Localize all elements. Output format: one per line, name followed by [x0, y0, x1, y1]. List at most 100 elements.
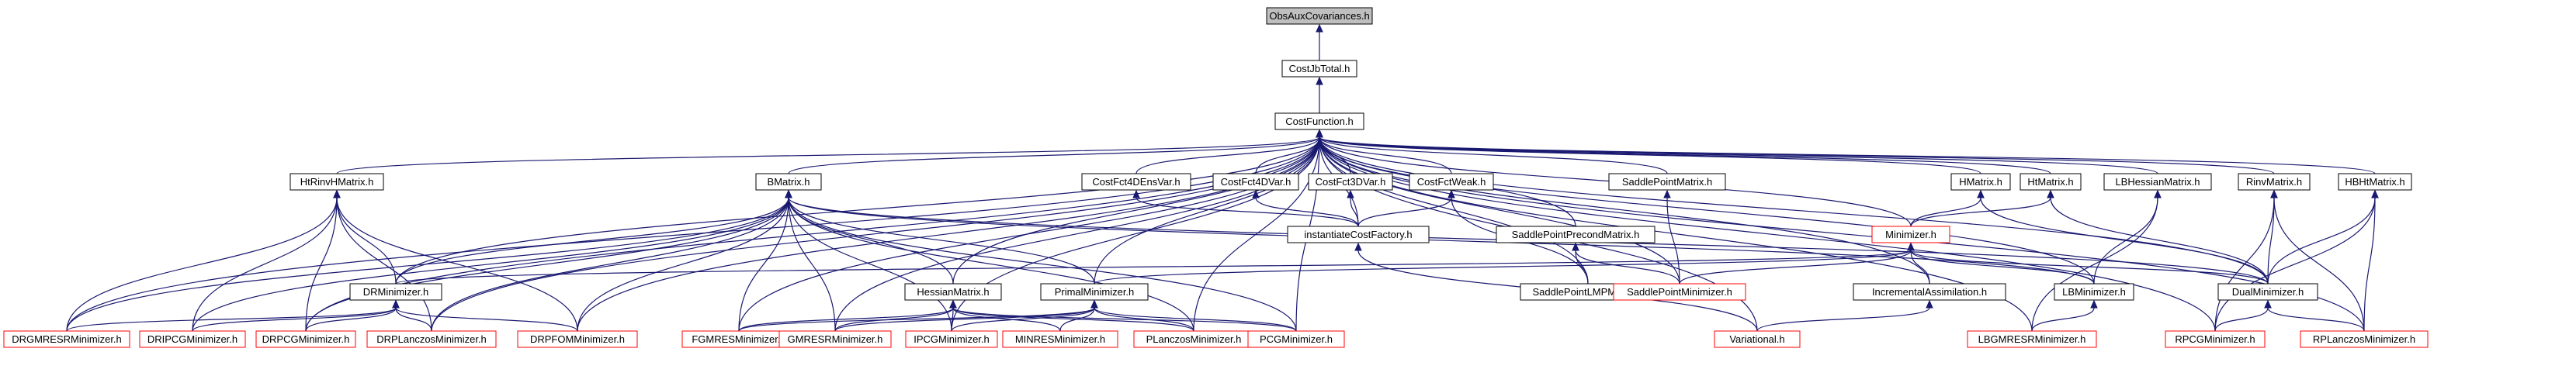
node-box	[1308, 173, 1393, 191]
node-label: MINRESMinimizer.h	[1015, 333, 1105, 345]
node-htmatrix[interactable]: HtMatrix.h	[2020, 173, 2082, 191]
edge-variational-to-incremental	[1756, 299, 1933, 332]
node-label: ObsAuxCovariances.h	[1269, 10, 1369, 22]
node-bmatrix[interactable]: BMatrix.h	[755, 173, 822, 191]
node-costjbtotal[interactable]: CostJbTotal.h	[1281, 60, 1357, 78]
edge-costjbtotal-to-obsaux	[1316, 23, 1323, 61]
node-box	[904, 283, 1002, 301]
node-label: SaddlePointPrecondMatrix.h	[1512, 229, 1640, 240]
node-costfct4dvar[interactable]: CostFct4DVar.h	[1212, 173, 1299, 191]
node-box	[2300, 330, 2429, 348]
node-box	[1281, 60, 1357, 78]
node-label: SaddlePointMinimizer.h	[1627, 286, 1732, 298]
node-variational[interactable]: Variational.h	[1714, 330, 1801, 348]
node-rplanczos[interactable]: RPLanczosMinimizer.h	[2300, 330, 2429, 348]
node-box	[1002, 330, 1118, 348]
node-box	[139, 330, 246, 348]
edge-lbminimizer-to-minimizer	[1907, 242, 2095, 285]
node-fgmres[interactable]: FGMRESMinimizer.h	[681, 330, 796, 348]
node-minimizer[interactable]: Minimizer.h	[1871, 226, 1950, 243]
node-drplanczos[interactable]: DRPLanczosMinimizer.h	[366, 330, 497, 348]
node-minres[interactable]: MINRESMinimizer.h	[1002, 330, 1118, 348]
node-costfunction[interactable]: CostFunction.h	[1274, 112, 1364, 130]
node-box	[1274, 112, 1364, 130]
edge-instantiate-to-costfct4dens	[1132, 189, 1359, 227]
edge-rinvmatrix-to-costfunction	[1316, 129, 2275, 174]
edge-dualminimizer-to-hmatrix	[1977, 189, 2269, 285]
node-label: RPLanczosMinimizer.h	[2313, 333, 2415, 345]
node-instantiate[interactable]: instantiateCostFactory.h	[1287, 226, 1430, 243]
edge-saddleminimizer-to-saddlepointmatrix	[1663, 189, 1680, 285]
node-lbhessianmatrix[interactable]: LBHessianMatrix.h	[2103, 173, 2212, 191]
node-label: RinvMatrix.h	[2246, 176, 2302, 188]
node-label: HtMatrix.h	[2027, 176, 2073, 188]
edge-bmatrix-to-costfunction	[788, 129, 1323, 174]
node-label: DRPCGMinimizer.h	[262, 333, 350, 345]
node-drpcg[interactable]: DRPCGMinimizer.h	[255, 330, 356, 348]
node-hmatrix[interactable]: HMatrix.h	[1950, 173, 2011, 191]
edge-dualminimizer-to-hbhtmatrix	[2267, 189, 2379, 285]
edge-dualminimizer-to-rinvmatrix	[2267, 189, 2278, 285]
node-label: HessianMatrix.h	[917, 286, 989, 298]
node-dualminimizer[interactable]: DualMinimizer.h	[2217, 283, 2318, 301]
node-label: PCGMinimizer.h	[1260, 333, 1333, 345]
node-box	[289, 173, 384, 191]
node-primalminimizer[interactable]: PrimalMinimizer.h	[1040, 283, 1149, 301]
edge-hessianmatrix-to-costfunction	[952, 129, 1323, 285]
edge-htrinvhmatrix-to-costfunction	[336, 129, 1323, 174]
node-box	[2165, 330, 2266, 348]
node-label: BMatrix.h	[768, 176, 810, 188]
node-box	[1266, 7, 1373, 25]
node-box	[2238, 173, 2311, 191]
node-drpfom[interactable]: DRPFOMMinimizer.h	[517, 330, 638, 348]
node-planczos[interactable]: PLanczosMinimizer.h	[1133, 330, 1254, 348]
node-box	[1496, 226, 1656, 243]
node-obsaux[interactable]: ObsAuxCovariances.h	[1266, 7, 1373, 25]
node-gmresr[interactable]: GMRESRMinimizer.h	[778, 330, 892, 348]
node-dripcg[interactable]: DRIPCGMinimizer.h	[139, 330, 246, 348]
node-label: IncrementalAssimilation.h	[1872, 286, 1987, 298]
edge-lbhessianmatrix-to-costfunction	[1316, 129, 2158, 174]
node-rinvmatrix[interactable]: RinvMatrix.h	[2238, 173, 2311, 191]
edge-planczos-to-primalminimizer	[1090, 299, 1194, 332]
node-layer: ObsAuxCovariances.hCostJbTotal.hCostFunc…	[3, 7, 2429, 348]
node-drminimizer[interactable]: DRMinimizer.h	[349, 283, 442, 301]
node-label: Minimizer.h	[1885, 229, 1936, 240]
node-label: CostJbTotal.h	[1289, 63, 1350, 74]
node-label: DRMinimizer.h	[363, 286, 429, 298]
node-saddleminimizer[interactable]: SaddlePointMinimizer.h	[1613, 283, 1746, 301]
edge-hbhtmatrix-to-costfunction	[1316, 129, 2376, 174]
node-saddlepointmatrix[interactable]: SaddlePointMatrix.h	[1608, 173, 1726, 191]
node-drgmresr[interactable]: DRGMRESRMinimizer.h	[3, 330, 130, 348]
edge-fgmres-to-costfunction	[738, 129, 1323, 332]
node-label: CostFct3DVar.h	[1316, 176, 1386, 188]
node-label: CostFct4DEnsVar.h	[1092, 176, 1180, 188]
node-hessianmatrix[interactable]: HessianMatrix.h	[904, 283, 1002, 301]
node-lbgmresr[interactable]: LBGMRESRMinimizer.h	[1967, 330, 2097, 348]
node-label: DRPFOMMinimizer.h	[530, 333, 625, 345]
node-label: LBHessianMatrix.h	[2115, 176, 2200, 188]
node-ipcg[interactable]: IPCGMinimizer.h	[905, 330, 998, 348]
edge-lbgmresr-to-lbminimizer	[2031, 299, 2098, 332]
node-costfct4dens[interactable]: CostFct4DEnsVar.h	[1081, 173, 1191, 191]
edge-drplanczos-to-htrinvhmatrix	[333, 189, 432, 332]
node-saddleprecond[interactable]: SaddlePointPrecondMatrix.h	[1496, 226, 1656, 243]
node-costfctweak[interactable]: CostFctWeak.h	[1409, 173, 1494, 191]
node-label: instantiateCostFactory.h	[1304, 229, 1412, 240]
edge-instantiate-to-costfctweak	[1357, 189, 1455, 227]
node-costfct3dvar[interactable]: CostFct3DVar.h	[1308, 173, 1393, 191]
node-label: RPCGMinimizer.h	[2175, 333, 2255, 345]
node-box	[366, 330, 497, 348]
node-box	[2020, 173, 2082, 191]
node-htrinvhmatrix[interactable]: HtRinvHMatrix.h	[289, 173, 384, 191]
edge-drminimizer-to-costfunction	[395, 129, 1323, 285]
node-incremental[interactable]: IncrementalAssimilation.h	[1853, 283, 2006, 301]
node-box	[2103, 173, 2212, 191]
node-hbhtmatrix[interactable]: HBHtMatrix.h	[2338, 173, 2412, 191]
edge-rplanczos-to-hbhtmatrix	[2363, 189, 2379, 332]
node-pcg[interactable]: PCGMinimizer.h	[1247, 330, 1345, 348]
node-rpcg[interactable]: RPCGMinimizer.h	[2165, 330, 2266, 348]
node-lbminimizer[interactable]: LBMinimizer.h	[2054, 283, 2134, 301]
edge-instantiate-to-costfct4dvar	[1252, 189, 1359, 227]
node-box	[905, 330, 998, 348]
